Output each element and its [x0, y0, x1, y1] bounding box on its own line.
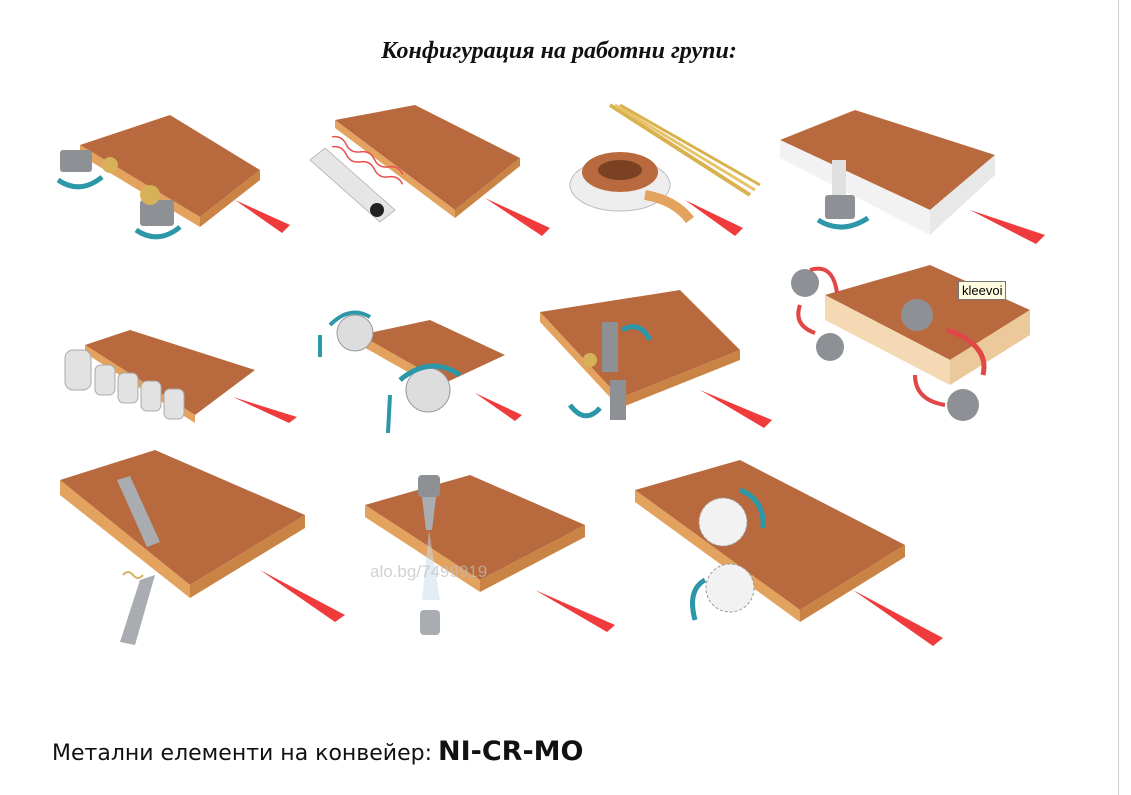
- operation-glue-applicator: [780, 100, 1050, 245]
- trimming-cutter-icon: [540, 290, 772, 428]
- edge-band-roll-icon: [569, 103, 761, 236]
- scraper-blades-icon: [60, 450, 345, 645]
- operation-end-trimming: [310, 305, 530, 440]
- spray-nozzle-icon: [365, 475, 615, 635]
- footer-caption: Метални елементи на конвейер:NI-CR-MO: [52, 736, 584, 767]
- tooltip: kleevoi: [958, 281, 1007, 300]
- operation-buffing: [635, 460, 945, 650]
- footer-code: NI-CR-MO: [438, 736, 584, 767]
- end-saws-icon: [318, 310, 522, 434]
- operation-scraping: [55, 450, 355, 650]
- watermark: alo.bg/7499919: [370, 562, 488, 581]
- pre-milling-cutters-icon: [56, 115, 290, 240]
- operation-rough-trimming: [540, 290, 780, 430]
- glue-roller-icon: [780, 110, 1045, 244]
- operation-pressure-rollers: [55, 325, 305, 425]
- page-title: Конфигурация на работни групи:: [381, 38, 737, 64]
- buffing-wheels-icon: [635, 460, 943, 646]
- operation-edge-preheating: [305, 100, 555, 245]
- operation-spraying: [360, 470, 620, 650]
- operation-edge-band-feed: [565, 100, 765, 245]
- footer-label: Метални елементи на конвейер:: [52, 741, 433, 766]
- pressure-rollers-icon: [64, 330, 297, 423]
- heater-lamp-icon: [309, 105, 550, 236]
- page-border: [1118, 0, 1119, 795]
- operation-pre-milling: [50, 105, 300, 250]
